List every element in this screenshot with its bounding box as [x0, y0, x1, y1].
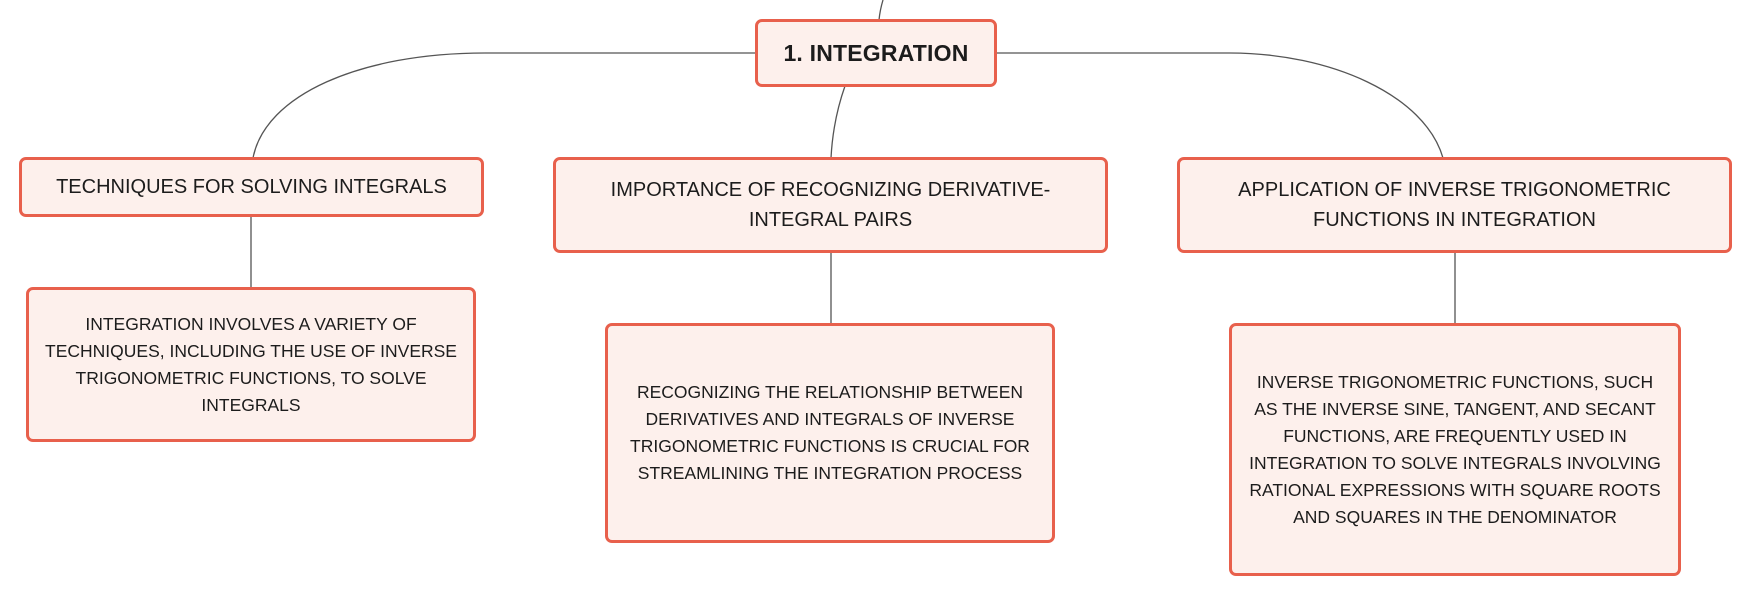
- connector-root-to-topic-1: [252, 52, 756, 159]
- note-text: INVERSE TRIGONOMETRIC FUNCTIONS, SUCH AS…: [1249, 371, 1661, 527]
- connector-root-to-topic-3: [995, 52, 1444, 159]
- topic-node-derivative-integral-pairs[interactable]: IMPORTANCE OF RECOGNIZING DERIVATIVE-INT…: [553, 157, 1108, 253]
- topic-label: IMPORTANCE OF RECOGNIZING DERIVATIVE-INT…: [610, 179, 1051, 231]
- connector-root-to-topic-2: [830, 85, 846, 159]
- root-label: 1. INTEGRATION: [783, 39, 969, 66]
- note-text: RECOGNIZING THE RELATIONSHIP BETWEEN DER…: [630, 382, 1030, 483]
- note-text: INTEGRATION INVOLVES A VARIETY OF TECHNI…: [45, 313, 457, 415]
- topic-node-techniques[interactable]: TECHNIQUES FOR SOLVING INTEGRALS: [19, 157, 484, 217]
- topic-label: TECHNIQUES FOR SOLVING INTEGRALS: [56, 176, 447, 198]
- root-node[interactable]: 1. INTEGRATION: [755, 19, 997, 87]
- note-node-techniques[interactable]: INTEGRATION INVOLVES A VARIETY OF TECHNI…: [26, 287, 476, 442]
- note-node-derivative-integral-pairs[interactable]: RECOGNIZING THE RELATIONSHIP BETWEEN DER…: [605, 323, 1055, 543]
- note-node-inverse-trig-application[interactable]: INVERSE TRIGONOMETRIC FUNCTIONS, SUCH AS…: [1229, 323, 1681, 576]
- topic-node-inverse-trig-application[interactable]: APPLICATION OF INVERSE TRIGONOMETRIC FUN…: [1177, 157, 1732, 253]
- connector-parent-to-root: [878, 0, 884, 21]
- topic-label: APPLICATION OF INVERSE TRIGONOMETRIC FUN…: [1238, 179, 1671, 231]
